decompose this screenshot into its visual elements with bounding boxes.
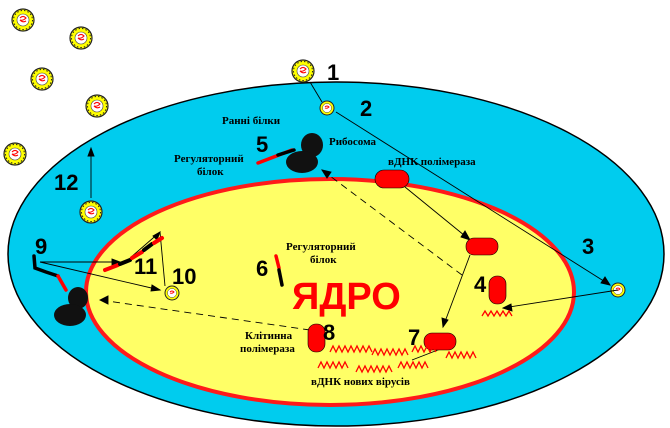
- regulatory-protein-strands: [32, 148, 296, 292]
- vdna-polymerase-protein: [374, 169, 410, 189]
- virus-particle-icon: [85, 94, 109, 118]
- step-4: 4: [474, 272, 487, 297]
- virus-particle-icon: [319, 100, 335, 116]
- virus-particle-icon: [291, 59, 315, 83]
- vdna-polymerase-protein: [465, 237, 499, 256]
- step-12: 12: [54, 170, 78, 195]
- label-nucleus: ЯДРО: [292, 276, 401, 318]
- virus-particle-icon: [79, 200, 103, 224]
- step-9: 9: [35, 234, 47, 259]
- label-early-proteins: Ранні білки: [222, 115, 281, 127]
- dna-strand-icon: [317, 309, 513, 374]
- step-6: 6: [256, 256, 268, 281]
- label-regulatory-protein-2b: білок: [310, 254, 337, 266]
- label-cell-polymerase-b: полімераза: [240, 343, 295, 355]
- label-regulatory-protein-1a: Регуляторний: [174, 153, 244, 165]
- virus-particle-icon: [30, 67, 54, 91]
- step-11: 11: [134, 254, 157, 279]
- ribosome-icon: [286, 133, 323, 173]
- step-3: 3: [582, 234, 594, 259]
- label-cell-polymerase-a: Клітинна: [245, 330, 293, 342]
- step-5: 5: [256, 132, 268, 157]
- cell-polymerase-protein: [307, 323, 326, 353]
- label-new-virus-dna: вДНК нових вірусів: [311, 376, 410, 388]
- step-2: 2: [360, 96, 372, 121]
- pathway-arrows: [39, 81, 619, 361]
- step-1: 1: [327, 60, 339, 85]
- step-10: 10: [172, 264, 196, 289]
- ribosome-icon: [54, 287, 88, 326]
- protein-shapes: [307, 169, 507, 353]
- virus-particle-icon: [3, 142, 27, 166]
- vdna-polymerase-protein: [488, 275, 507, 305]
- virus-particle-icon: [11, 8, 35, 32]
- step-7: 7: [408, 325, 420, 350]
- label-regulatory-protein-1b: білок: [197, 166, 224, 178]
- virus-particle-icon: [69, 26, 93, 50]
- label-regulatory-protein-2a: Регуляторний: [286, 241, 356, 253]
- label-ribosome: Рибосома: [329, 136, 377, 148]
- vdna-polymerase-protein: [423, 332, 457, 351]
- label-vdna-polymerase: вДНК полімераза: [388, 156, 476, 168]
- step-8: 8: [323, 320, 335, 345]
